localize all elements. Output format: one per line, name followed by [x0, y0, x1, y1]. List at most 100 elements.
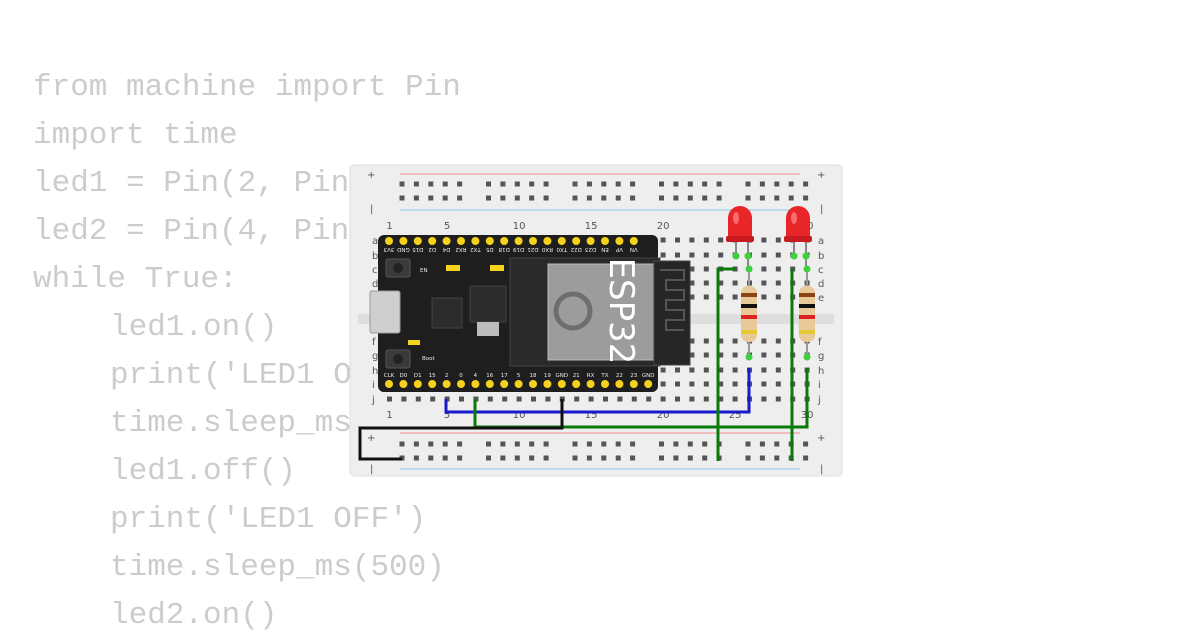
rail-hole [673, 181, 679, 187]
rail-hole [673, 441, 679, 447]
header-pin [629, 380, 638, 388]
column-number: 20 [657, 221, 670, 232]
rail-hole [457, 455, 463, 461]
header-pin [385, 380, 393, 388]
rail-hole [413, 181, 419, 187]
black-wire-gnd [358, 399, 564, 461]
header-pin-label: TX0 [556, 246, 568, 252]
header-pin-label: TX2 [470, 246, 482, 252]
terminal-hole [775, 367, 781, 373]
terminal-hole [761, 381, 767, 387]
terminal-hole [502, 396, 508, 402]
voltage-chip [477, 322, 499, 336]
rail-hole [486, 195, 491, 201]
smd-3 [408, 340, 420, 345]
header-pin [500, 237, 509, 245]
resistor-pin-dot [745, 265, 753, 273]
components [726, 206, 815, 361]
header-pin [543, 380, 552, 388]
header-pin [457, 380, 465, 388]
header-pin-label: D2 [428, 246, 436, 252]
led-cathode-dot [802, 252, 810, 260]
rail-hole [529, 181, 535, 187]
rail-hole [759, 455, 765, 461]
boot-button-cap [393, 354, 403, 364]
terminal-hole [718, 280, 724, 286]
rail-hole [759, 195, 765, 201]
terminal-hole [718, 396, 724, 402]
column-number: 25 [729, 410, 742, 421]
rail-hole [759, 181, 765, 187]
resistor-body [799, 286, 815, 342]
rail-hole [457, 181, 463, 187]
column-number: 1 [386, 410, 392, 421]
rail-hole [399, 181, 405, 187]
header-pin-label: 22 [616, 373, 623, 379]
rail-plus-bottom-left: + [367, 433, 375, 444]
terminal-hole [675, 381, 680, 387]
header-pin-label: CLK [384, 373, 395, 379]
header-pin [471, 237, 480, 245]
terminal-hole [732, 367, 738, 373]
terminal-hole [775, 266, 781, 272]
rail-hole [673, 195, 679, 201]
en-label: EN [420, 268, 428, 274]
column-number: 5 [444, 221, 450, 232]
rail-hole [774, 195, 780, 201]
header-pin-label: 18 [530, 373, 537, 379]
header-pin-label: GND [642, 373, 655, 379]
rail-hole [702, 441, 708, 447]
terminal-hole [761, 396, 767, 402]
rail-hole [500, 441, 506, 447]
rail-hole [428, 181, 434, 187]
terminal-hole [775, 396, 781, 402]
rail-hole [601, 441, 607, 447]
terminal-hole [545, 396, 551, 402]
rail-hole [543, 455, 549, 461]
header-pin [428, 237, 437, 245]
terminal-hole [675, 367, 680, 373]
header-pin-label: 16 [486, 373, 493, 379]
resistor-band [741, 315, 757, 319]
row-letter: g [818, 351, 824, 362]
rail-hole [529, 195, 535, 201]
header-pin-label: D0 [400, 373, 408, 379]
column-number: 15 [585, 410, 598, 421]
terminal-hole [718, 294, 724, 300]
column-number: 5 [444, 410, 450, 421]
terminal-hole [775, 338, 781, 344]
rail-hole [630, 441, 636, 447]
terminal-hole [660, 367, 666, 373]
row-letter: c [818, 265, 824, 276]
terminal-hole [732, 266, 738, 272]
resistor-1 [741, 265, 757, 361]
resistor-band [799, 315, 815, 319]
terminal-hole [487, 396, 493, 402]
terminal-hole [703, 266, 709, 272]
header-pin-label: TX [600, 373, 608, 379]
module-can [547, 263, 655, 361]
column-numbers: 115510101515202025253030 [386, 221, 813, 421]
resistor-band [799, 293, 815, 297]
header-pin-label: 3V3 [383, 246, 394, 252]
code-line: from machine import Pin [33, 70, 461, 105]
rail-hole [572, 195, 578, 201]
rail-hole [687, 441, 693, 447]
header-pin [601, 380, 609, 388]
rail-hole [716, 181, 722, 187]
rail-hole [486, 181, 491, 187]
terminal-hole [761, 280, 767, 286]
rail-minus-bottom-left: | [370, 464, 373, 475]
rail-minus-top-left: | [370, 204, 373, 215]
terminal-hole [660, 252, 666, 258]
header-pin [442, 380, 451, 388]
header-pin-label: 23 [630, 373, 637, 379]
rail-hole [659, 455, 664, 461]
rail-hole [615, 181, 621, 187]
header-pin [399, 237, 408, 245]
column-number: 20 [657, 410, 670, 421]
terminal-hole [732, 352, 738, 358]
rail-hole [457, 441, 463, 447]
header-pin [586, 237, 595, 245]
rail-hole [615, 455, 621, 461]
